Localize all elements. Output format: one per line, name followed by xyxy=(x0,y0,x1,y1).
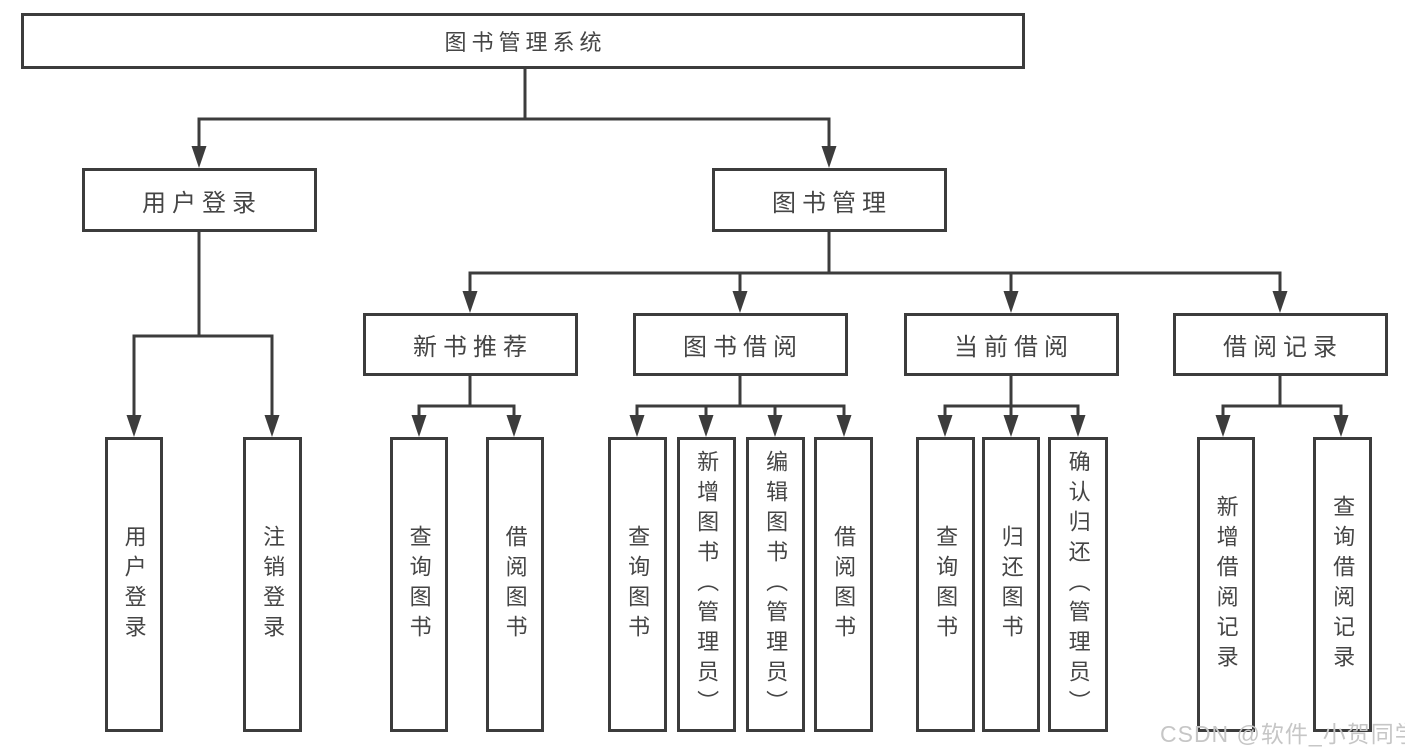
arrow-icon xyxy=(1070,415,1086,437)
arrow-icon xyxy=(1333,415,1349,437)
arrow-icon xyxy=(462,291,478,313)
connector-borrow-records xyxy=(1221,376,1343,419)
leaf-borrowing-query-books-label: 查询图书 xyxy=(625,524,651,645)
node-book-borrowing-label: 图书借阅 xyxy=(683,334,803,361)
connector-new-book-recommend xyxy=(417,376,516,419)
arrow-icon xyxy=(191,146,207,168)
arrow-icon xyxy=(506,415,522,437)
leaf-recommend-borrow-books-label: 借阅图书 xyxy=(502,524,528,645)
leaf-borrowing-add-books-admin: 新增图书（管理员） xyxy=(677,437,736,732)
arrow-icon xyxy=(732,291,748,313)
arrow-icon xyxy=(1003,291,1019,313)
arrow-icon xyxy=(836,415,852,437)
leaf-records-query-record-label: 查询借阅记录 xyxy=(1330,494,1356,675)
node-borrow-records: 借阅记录 xyxy=(1173,313,1388,376)
leaf-borrowing-edit-books-admin: 编辑图书（管理员） xyxy=(746,437,805,732)
arrow-icon xyxy=(821,146,837,168)
arrow-icon xyxy=(411,415,427,437)
connector-user-login xyxy=(132,231,274,419)
connector-root xyxy=(197,69,831,148)
arrow-icon xyxy=(264,415,280,437)
arrow-icon xyxy=(937,415,953,437)
node-book-management-label: 图书管理 xyxy=(772,189,892,217)
arrow-icon xyxy=(629,415,645,437)
leaf-current-confirm-return-admin: 确认归还（管理员） xyxy=(1048,437,1108,732)
node-user-login: 用户登录 xyxy=(82,168,317,232)
node-new-book-recommend: 新书推荐 xyxy=(363,313,578,376)
arrow-icon xyxy=(126,415,142,437)
arrow-icon xyxy=(1272,291,1288,313)
node-user-login-label: 用户登录 xyxy=(142,189,262,217)
leaf-borrowing-borrow-books-label: 借阅图书 xyxy=(831,524,857,645)
leaf-recommend-borrow-books: 借阅图书 xyxy=(486,437,544,732)
node-root-label: 图书管理系统 xyxy=(444,30,607,55)
leaf-logout-label: 注销登录 xyxy=(260,524,286,645)
node-book-borrowing: 图书借阅 xyxy=(633,313,848,376)
leaf-records-add-record: 新增借阅记录 xyxy=(1197,437,1255,732)
leaf-borrowing-add-books-admin-label: 新增图书（管理员） xyxy=(694,449,720,720)
leaf-current-query-books-label: 查询图书 xyxy=(933,524,959,645)
connector-book-borrowing xyxy=(635,376,846,419)
leaf-logout: 注销登录 xyxy=(243,437,302,732)
watermark: CSDN @软件_小贺同学 xyxy=(1160,721,1405,747)
leaf-recommend-query-books: 查询图书 xyxy=(390,437,448,732)
connector-book-management xyxy=(468,232,1282,295)
node-current-borrowing-label: 当前借阅 xyxy=(954,334,1074,361)
leaf-records-query-record: 查询借阅记录 xyxy=(1313,437,1372,732)
node-borrow-records-label: 借阅记录 xyxy=(1223,334,1343,361)
arrowheads xyxy=(126,146,1349,437)
node-book-management: 图书管理 xyxy=(712,168,947,232)
leaf-user-login-label: 用户登录 xyxy=(121,524,147,645)
node-current-borrowing: 当前借阅 xyxy=(904,313,1119,376)
leaf-borrowing-edit-books-admin-label: 编辑图书（管理员） xyxy=(763,449,789,720)
leaf-user-login: 用户登录 xyxy=(105,437,163,732)
leaf-borrowing-borrow-books: 借阅图书 xyxy=(814,437,873,732)
arrow-icon xyxy=(1003,415,1019,437)
arrow-icon xyxy=(698,415,714,437)
connector-current-borrowing xyxy=(943,376,1080,419)
leaf-records-add-record-label: 新增借阅记录 xyxy=(1213,494,1239,675)
leaf-current-query-books: 查询图书 xyxy=(916,437,975,732)
node-new-book-recommend-label: 新书推荐 xyxy=(413,334,533,361)
arrow-icon xyxy=(1215,415,1231,437)
leaf-current-return-books-label: 归还图书 xyxy=(998,524,1024,645)
node-root: 图书管理系统 xyxy=(21,13,1025,69)
leaf-borrowing-query-books: 查询图书 xyxy=(608,437,667,732)
leaf-recommend-query-books-label: 查询图书 xyxy=(406,524,432,645)
leaf-current-return-books: 归还图书 xyxy=(982,437,1040,732)
arrow-icon xyxy=(767,415,783,437)
leaf-current-confirm-return-admin-label: 确认归还（管理员） xyxy=(1065,449,1091,720)
